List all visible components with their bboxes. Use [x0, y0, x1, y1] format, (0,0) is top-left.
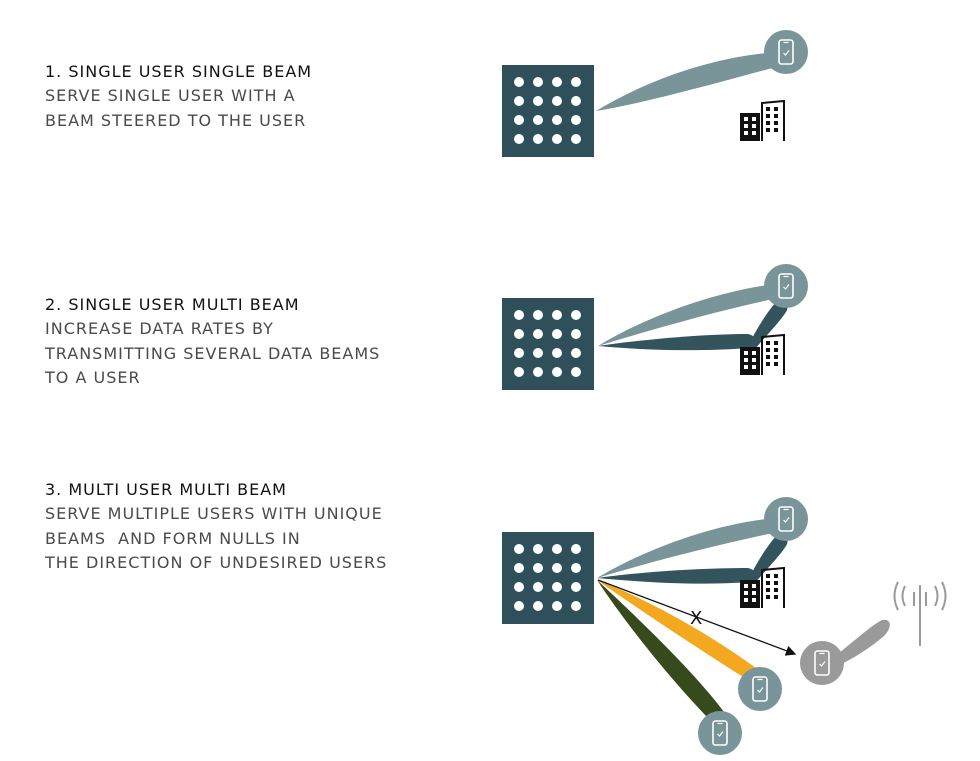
undesired-user-beam — [830, 619, 890, 668]
scenario-1-line-2: BEAM STEERED TO THE USER — [45, 110, 307, 130]
user-phone-3c — [698, 711, 742, 755]
user-phone-1 — [764, 30, 808, 74]
beam-reflection-up — [748, 533, 788, 582]
scenario-1-title: 1. SINGLE USER SINGLE BEAM — [45, 62, 313, 81]
scenario-2-graphic — [502, 264, 808, 390]
scenario-3-text: 3. MULTI USER MULTI BEAM SERVE MULTIPLE … — [45, 478, 387, 576]
antenna-array-icon — [502, 65, 594, 157]
undesired-user-phone — [800, 641, 844, 685]
beam-olive — [597, 580, 726, 726]
building-icon — [739, 100, 785, 142]
scenario-1-graphic — [502, 30, 808, 157]
cell-tower-icon — [893, 581, 947, 646]
scenario-2-line-1: INCREASE DATA RATES BY — [45, 319, 274, 338]
scenario-1-text: 1. SINGLE USER SINGLE BEAM SERVE SINGLE … — [45, 60, 312, 133]
beam-direct — [598, 284, 787, 346]
scenario-2-line-3: TO A USER — [45, 368, 141, 387]
scenario-1-line-1: SERVE SINGLE USER WITH A — [45, 86, 296, 105]
scenario-3-line-2: BEAMS AND FORM NULLS IN — [45, 528, 301, 548]
beam-yellow — [597, 580, 760, 682]
user-phone-3a — [764, 497, 808, 541]
scenario-2-line-2: TRANSMITTING SEVERAL DATA BEAMS — [45, 343, 381, 363]
null-direction-arrow — [597, 579, 797, 656]
scenario-2-title: 2. SINGLE USER MULTI BEAM — [45, 295, 300, 314]
scenario-3-line-3: THE DIRECTION OF UNDESIRED USERS — [45, 553, 388, 572]
beam-reflected — [597, 568, 756, 584]
scenario-3-graphic: X — [502, 497, 947, 755]
scenario-2-text: 2. SINGLE USER MULTI BEAM INCREASE DATA … — [45, 293, 380, 391]
scenario-3-title: 3. MULTI USER MULTI BEAM — [45, 480, 287, 499]
user-phone-3b — [738, 667, 782, 711]
antenna-array-icon — [502, 298, 594, 390]
beam-reflected — [598, 334, 756, 351]
scenario-3-line-1: SERVE MULTIPLE USERS WITH UNIQUE — [45, 504, 383, 523]
beam-to-user — [596, 52, 789, 111]
beam-reflection-up — [748, 299, 788, 348]
user-phone-2 — [764, 264, 808, 308]
antenna-array-icon — [502, 532, 594, 624]
beam-direct — [597, 518, 787, 578]
null-marker: X — [690, 608, 702, 629]
